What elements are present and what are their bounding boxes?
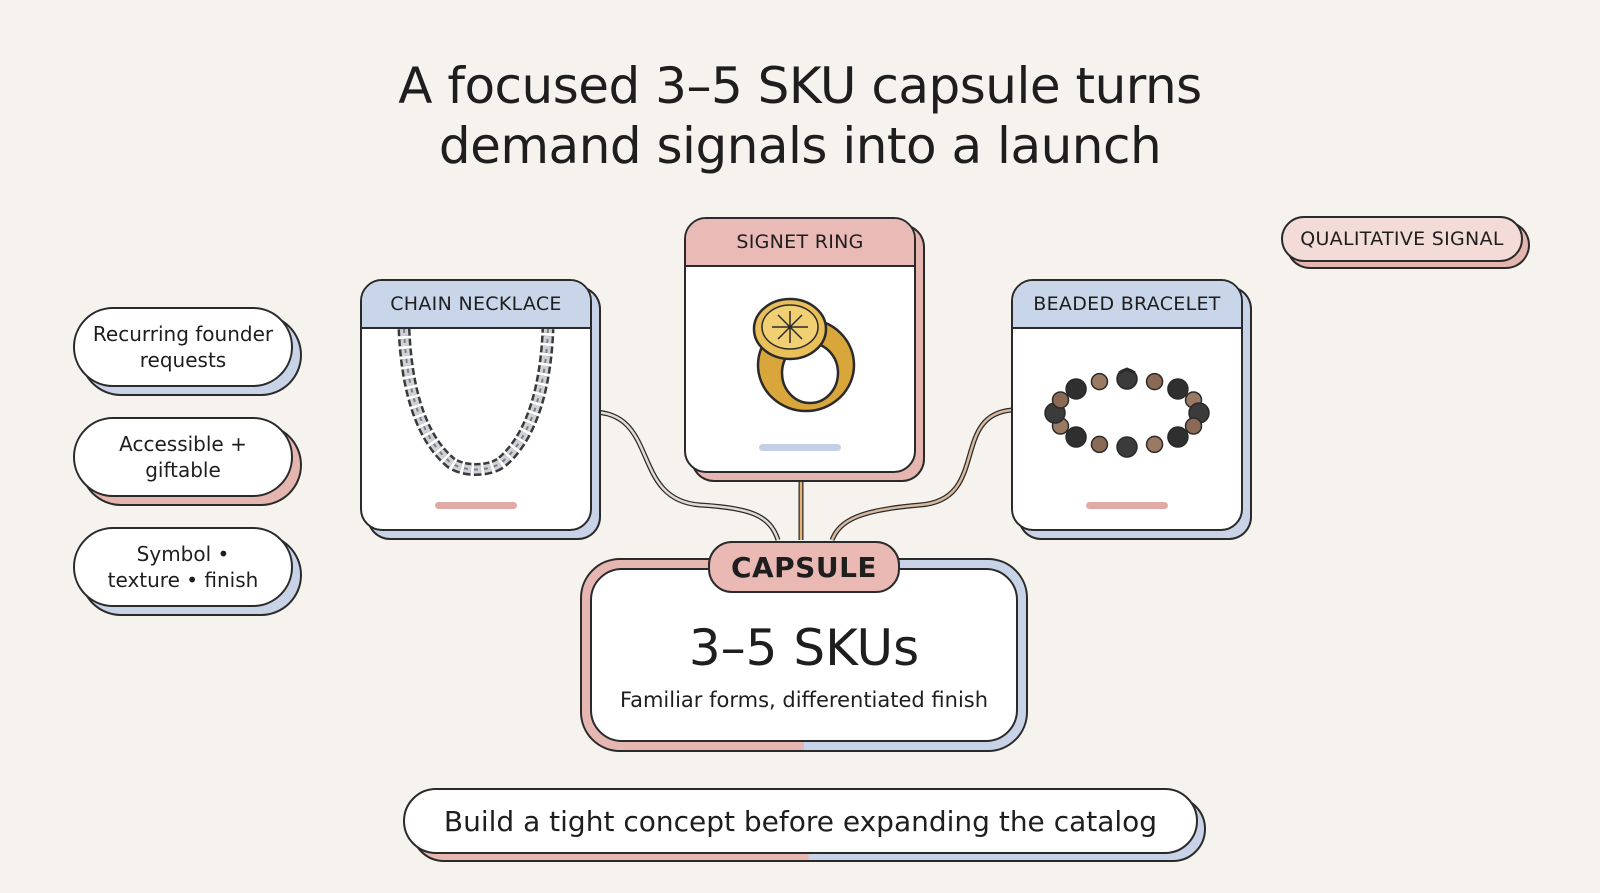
bracelet-bead [1090,435,1109,454]
product-card-label: BEADED BRACELET [1013,281,1241,329]
capsule-tag: CAPSULE [708,541,900,593]
capsule-sku-count: 3–5 SKUs [688,619,920,677]
bracelet-bead [1145,372,1164,391]
legend-qualitative-signal: QUALITATIVE SIGNAL [1281,216,1523,262]
bracelet-bead [1090,372,1109,391]
bracelet-bead [1116,436,1138,458]
bracelet-bead [1065,426,1087,448]
signal-pill-founder-requests: Recurring founder requests [73,307,293,387]
bracelet-bead [1167,378,1189,400]
bracelet-bead [1145,435,1164,454]
signal-pill-symbol-texture-finish: Symbol • texture • finish [73,527,293,607]
product-card-chain-necklace: CHAIN NECKLACE [360,279,592,531]
bracelet-bead [1051,391,1070,409]
bracelet-bead [1167,426,1189,448]
page-title: A focused 3–5 SKU capsule turns demand s… [398,57,1202,175]
accent-bar [1086,502,1168,509]
chain-necklace-icon [397,329,555,476]
signal-pill-accessible-giftable: Accessible + giftable [73,417,293,497]
accent-bar [435,502,517,509]
product-card-beaded-bracelet: BEADED BRACELET [1011,279,1243,531]
signet-ring-icon [752,297,856,413]
product-card-label: CHAIN NECKLACE [362,281,590,329]
bracelet-bead [1065,378,1087,400]
bracelet-bead [1184,417,1203,435]
product-card-label: SIGNET RING [686,219,914,267]
accent-bar [759,444,841,451]
product-card-signet-ring: SIGNET RING [684,217,916,473]
footer-banner: Build a tight concept before expanding t… [403,788,1198,854]
beaded-bracelet-icon [1044,367,1210,458]
capsule-subtitle: Familiar forms, differentiated finish [619,688,989,712]
